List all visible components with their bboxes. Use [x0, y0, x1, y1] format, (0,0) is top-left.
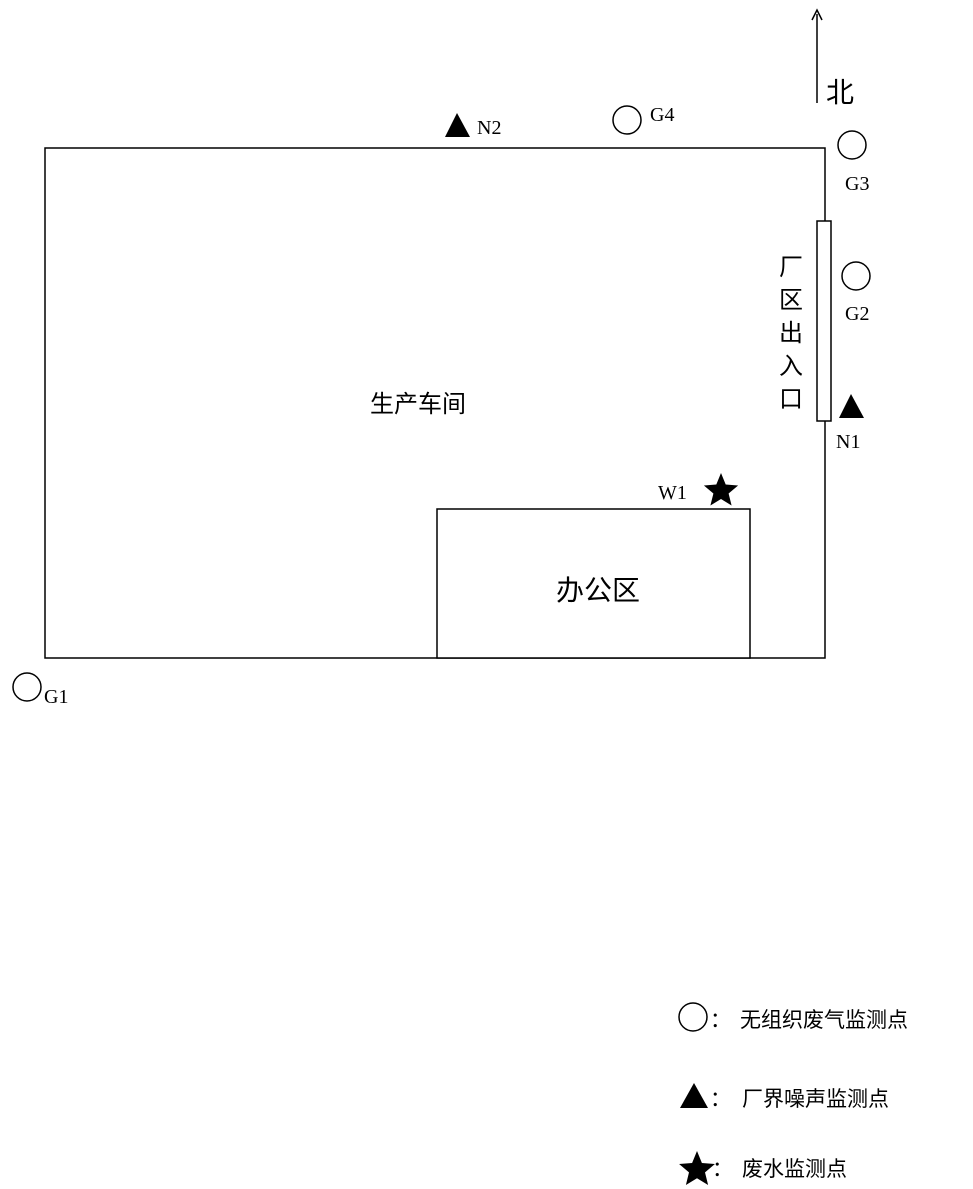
legend-separator: ：	[710, 1087, 731, 1111]
gate-char: 出	[779, 319, 803, 347]
workshop-label: 生产车间	[370, 390, 466, 418]
gate-char: 口	[779, 385, 803, 413]
triangle-icon	[839, 394, 864, 418]
office-label: 办公区	[556, 574, 640, 607]
point-label-g3: G3	[845, 173, 869, 195]
triangle-icon	[680, 1083, 708, 1108]
point-label-n1: N1	[836, 431, 860, 453]
circle-icon	[678, 1002, 708, 1032]
point-label-g1: G1	[44, 686, 68, 708]
legend-star-label: 废水监测点	[742, 1157, 847, 1181]
north-arrow-icon	[811, 8, 823, 103]
gate-char: 区	[779, 286, 803, 314]
gate-bar	[816, 220, 832, 422]
point-label-g4: G4	[650, 104, 674, 126]
gate-char: 入	[779, 352, 803, 380]
office-area	[436, 508, 751, 659]
legend: ： 无组织废气监测点 ： 厂界噪声监测点 ： 废水监测点	[678, 1002, 908, 1185]
circle-icon	[12, 672, 42, 702]
north-label: 北	[826, 76, 854, 109]
gate-char: 厂	[779, 253, 803, 281]
gate-label: 厂 区 出 入 口	[779, 253, 803, 413]
circle-icon	[837, 130, 867, 160]
circle-icon	[612, 105, 642, 135]
legend-triangle-label: 厂界噪声监测点	[742, 1087, 889, 1111]
star-icon	[703, 473, 739, 506]
legend-separator: ：	[712, 1157, 733, 1181]
legend-separator: ：	[710, 1008, 731, 1032]
legend-circle-label: 无组织废气监测点	[740, 1008, 908, 1032]
point-label-g2: G2	[845, 303, 869, 325]
star-icon	[679, 1151, 715, 1185]
point-label-w1: W1	[658, 482, 687, 504]
circle-icon	[841, 261, 871, 291]
triangle-icon	[445, 113, 470, 137]
point-label-n2: N2	[477, 117, 501, 139]
